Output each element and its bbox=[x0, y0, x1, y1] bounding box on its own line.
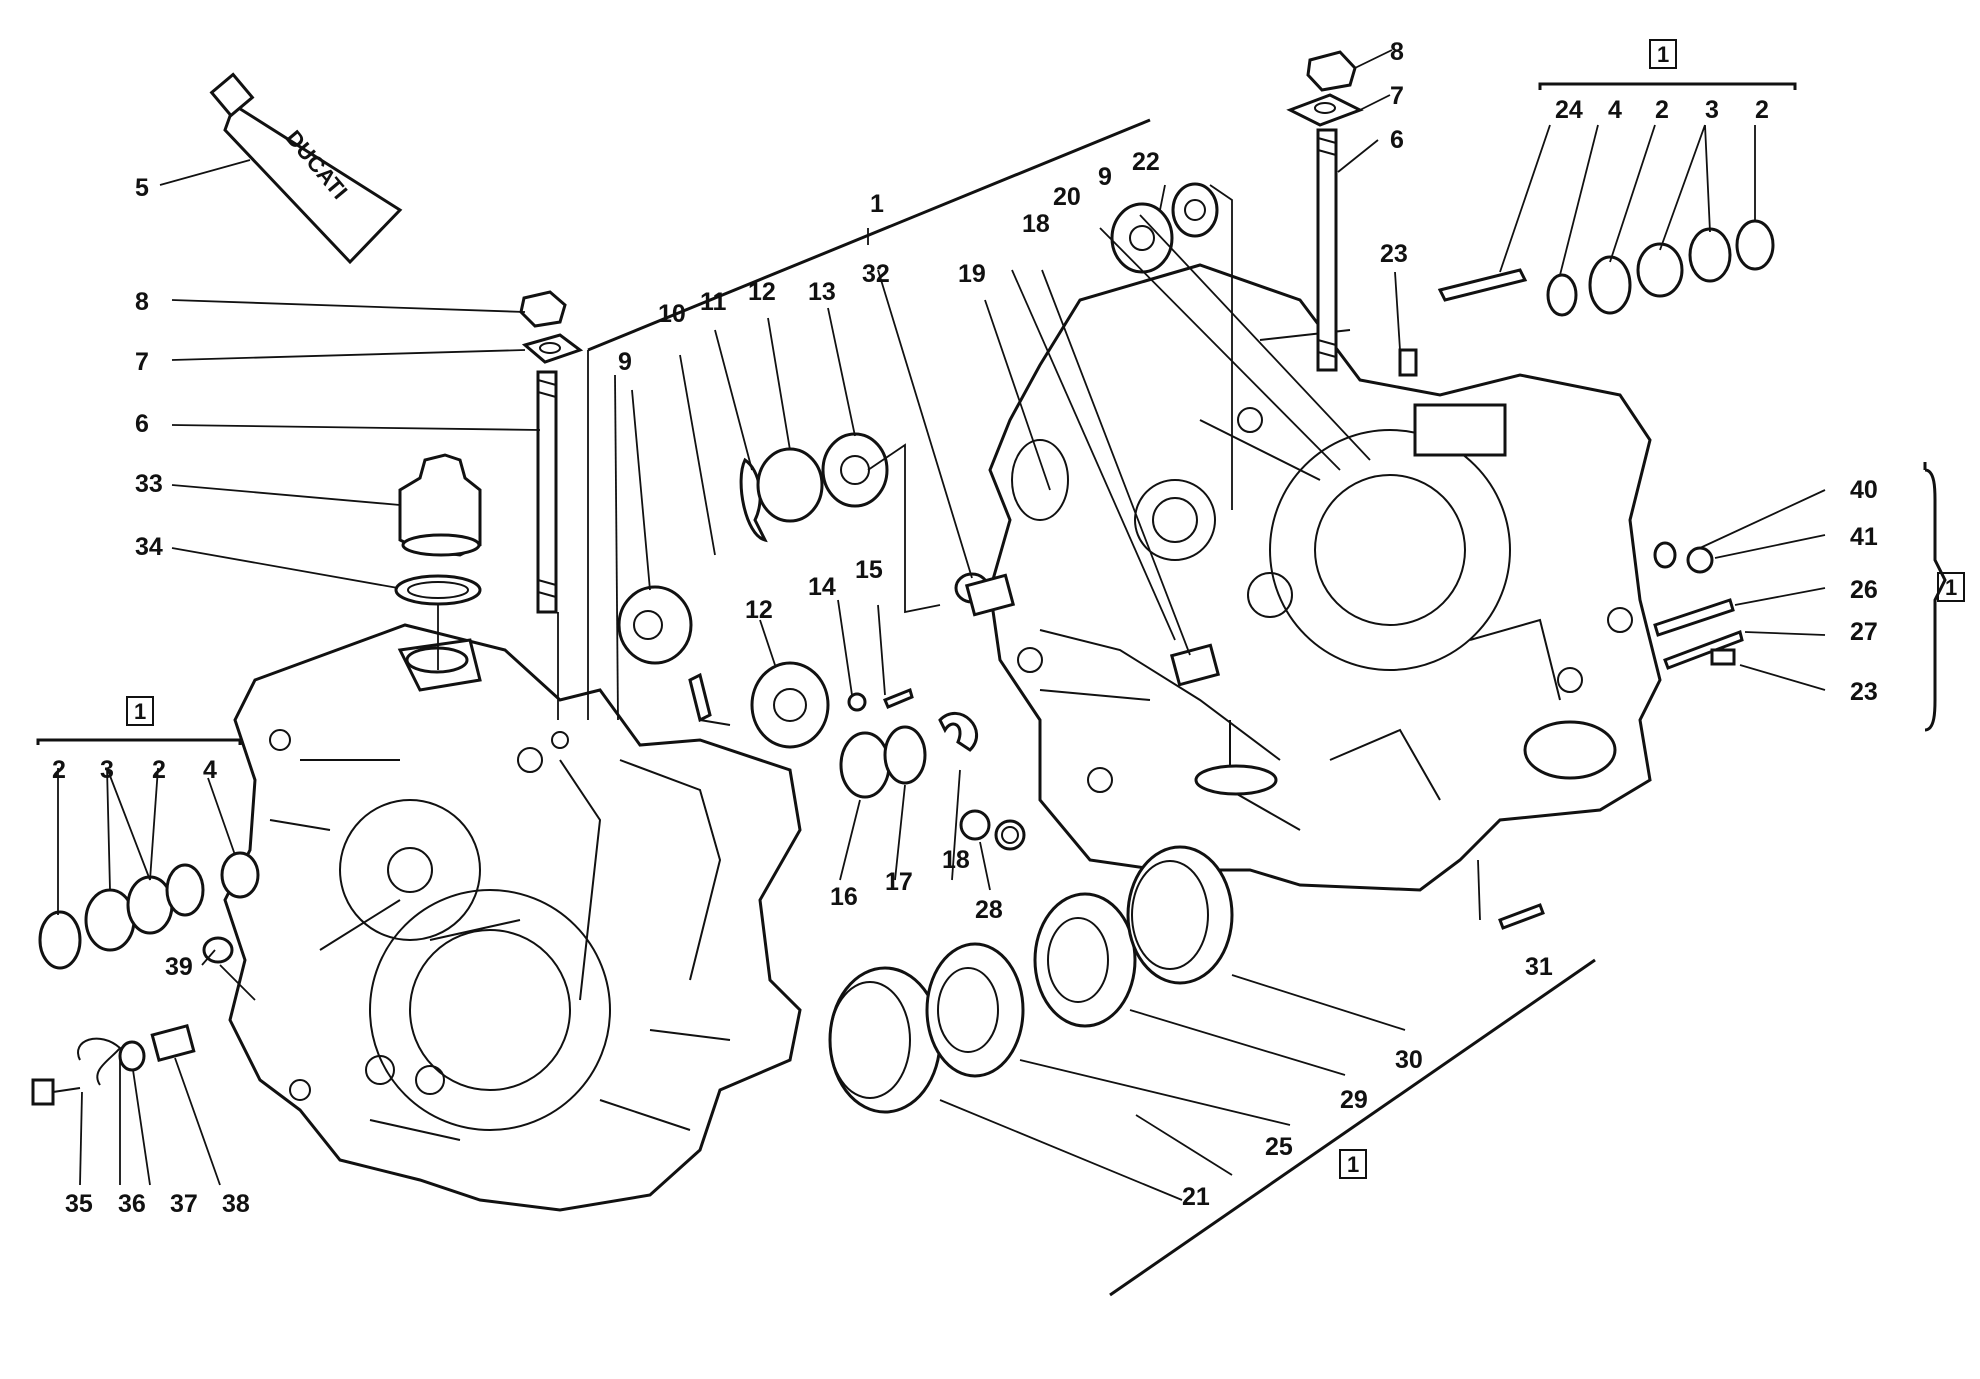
callout-3-left: 3 bbox=[100, 756, 114, 784]
callout-labels: 1 8 7 6 5 8 7 6 33 34 2 3 2 4 39 35 36 3… bbox=[52, 38, 1878, 1218]
kit-box-label-right: 1 bbox=[1945, 575, 1957, 600]
callout-19: 19 bbox=[958, 260, 986, 288]
rubber-mount bbox=[394, 453, 482, 606]
callout-35: 35 bbox=[65, 1190, 93, 1218]
callout-16: 16 bbox=[830, 883, 858, 911]
callout-29: 29 bbox=[1340, 1086, 1368, 1114]
callout-36: 36 bbox=[118, 1190, 146, 1218]
callout-9-top: 9 bbox=[1098, 163, 1112, 191]
callout-8-top: 8 bbox=[1390, 38, 1404, 66]
group-brackets bbox=[36, 82, 1947, 1297]
callout-11: 11 bbox=[700, 288, 727, 316]
callout-38: 38 bbox=[222, 1190, 250, 1218]
callout-23-top: 23 bbox=[1380, 240, 1408, 268]
callout-20: 20 bbox=[1053, 183, 1081, 211]
kit-box-label-left: 1 bbox=[134, 699, 146, 724]
callout-21: 21 bbox=[1182, 1183, 1210, 1211]
callout-9-center: 9 bbox=[618, 348, 632, 376]
callout-40: 40 bbox=[1850, 476, 1878, 504]
callout-37: 37 bbox=[170, 1190, 198, 1218]
callout-12-top: 12 bbox=[748, 278, 776, 306]
callout-4-top: 4 bbox=[1608, 96, 1622, 124]
top-right-parts bbox=[1110, 50, 1775, 377]
callout-27: 27 bbox=[1850, 618, 1878, 646]
callout-18-top: 18 bbox=[1022, 210, 1050, 238]
kit-boxes: 1 1 1 1 bbox=[126, 39, 1965, 1179]
callout-32: 32 bbox=[862, 260, 890, 288]
callout-7-left: 7 bbox=[135, 348, 149, 376]
callout-12-mid: 12 bbox=[745, 596, 773, 624]
callout-2-left-a: 2 bbox=[52, 756, 66, 784]
left-stud-assembly bbox=[519, 290, 584, 614]
callout-22: 22 bbox=[1132, 148, 1160, 176]
callout-34: 34 bbox=[135, 533, 163, 561]
callout-24: 24 bbox=[1555, 96, 1583, 124]
callout-3-top: 3 bbox=[1705, 96, 1719, 124]
callout-2-top-b: 2 bbox=[1755, 96, 1769, 124]
callout-33: 33 bbox=[135, 470, 163, 498]
callout-7-top: 7 bbox=[1390, 82, 1404, 110]
bottom-main-bearings bbox=[828, 845, 1234, 1114]
callout-10: 10 bbox=[658, 300, 686, 328]
callout-23-right: 23 bbox=[1850, 678, 1878, 706]
leader-lines bbox=[57, 49, 1826, 1201]
callout-4-left: 4 bbox=[203, 756, 217, 784]
sealant-tube: DUCATI bbox=[209, 72, 403, 265]
callout-2-top-a: 2 bbox=[1655, 96, 1669, 124]
callout-17: 17 bbox=[885, 868, 913, 896]
callout-6-top: 6 bbox=[1390, 126, 1404, 154]
callout-39: 39 bbox=[165, 953, 193, 981]
callout-13: 13 bbox=[808, 278, 836, 306]
callout-2-left-b: 2 bbox=[152, 756, 166, 784]
right-crankcase-half bbox=[988, 263, 1662, 892]
callout-25: 25 bbox=[1265, 1133, 1293, 1161]
kit-box-label-top: 1 bbox=[1657, 42, 1669, 67]
callout-26: 26 bbox=[1850, 576, 1878, 604]
callout-28: 28 bbox=[975, 896, 1003, 924]
callout-18-mid: 18 bbox=[942, 846, 970, 874]
callout-6-left: 6 bbox=[135, 410, 149, 438]
kit-box-label-bottom: 1 bbox=[1347, 1152, 1359, 1177]
callout-30: 30 bbox=[1395, 1046, 1423, 1074]
small-left-parts bbox=[31, 936, 234, 1106]
callout-5: 5 bbox=[135, 174, 149, 202]
left-crankcase-half bbox=[223, 623, 802, 1212]
left-bearing-stack bbox=[38, 851, 260, 970]
callout-31: 31 bbox=[1525, 953, 1553, 981]
callout-1: 1 bbox=[870, 190, 884, 218]
callout-15: 15 bbox=[855, 556, 883, 584]
callout-14: 14 bbox=[808, 573, 836, 601]
right-misc-parts bbox=[964, 541, 1744, 930]
callout-41: 41 bbox=[1850, 523, 1878, 551]
callout-8-left: 8 bbox=[135, 288, 149, 316]
